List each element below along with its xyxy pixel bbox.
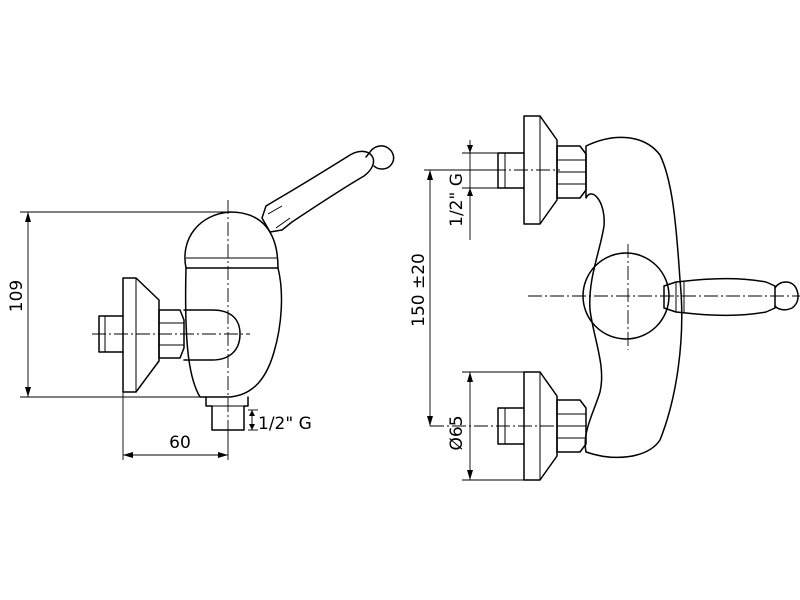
lever-handle-front — [663, 277, 776, 317]
lever-knob-front — [774, 281, 799, 311]
outlet-nipple — [205, 396, 249, 431]
height-dimension-label: 109 — [7, 280, 27, 312]
inlet-thread-label: 1/2" G — [447, 173, 467, 227]
hex-nut — [158, 309, 185, 359]
wall-flange — [122, 277, 160, 393]
spacing-dimension-label: 150 ±20 — [409, 253, 429, 327]
upper-inlet-pipe — [497, 152, 525, 189]
lower-hex-nut — [556, 399, 587, 453]
elbow-connector — [183, 309, 241, 361]
mixer-body — [184, 267, 283, 398]
outlet-thread-label: 1/2" G — [258, 414, 312, 434]
mixer-body-front — [584, 136, 683, 459]
side-view: 109 60 1/2" G — [7, 145, 395, 460]
depth-dimension-label: 60 — [169, 433, 191, 453]
lever-knob — [365, 145, 395, 170]
lever-handle — [261, 150, 375, 233]
flange-diameter-label: Ø65 — [447, 415, 467, 450]
front-view: 150 ±20 1/2" G Ø65 — [409, 115, 800, 481]
